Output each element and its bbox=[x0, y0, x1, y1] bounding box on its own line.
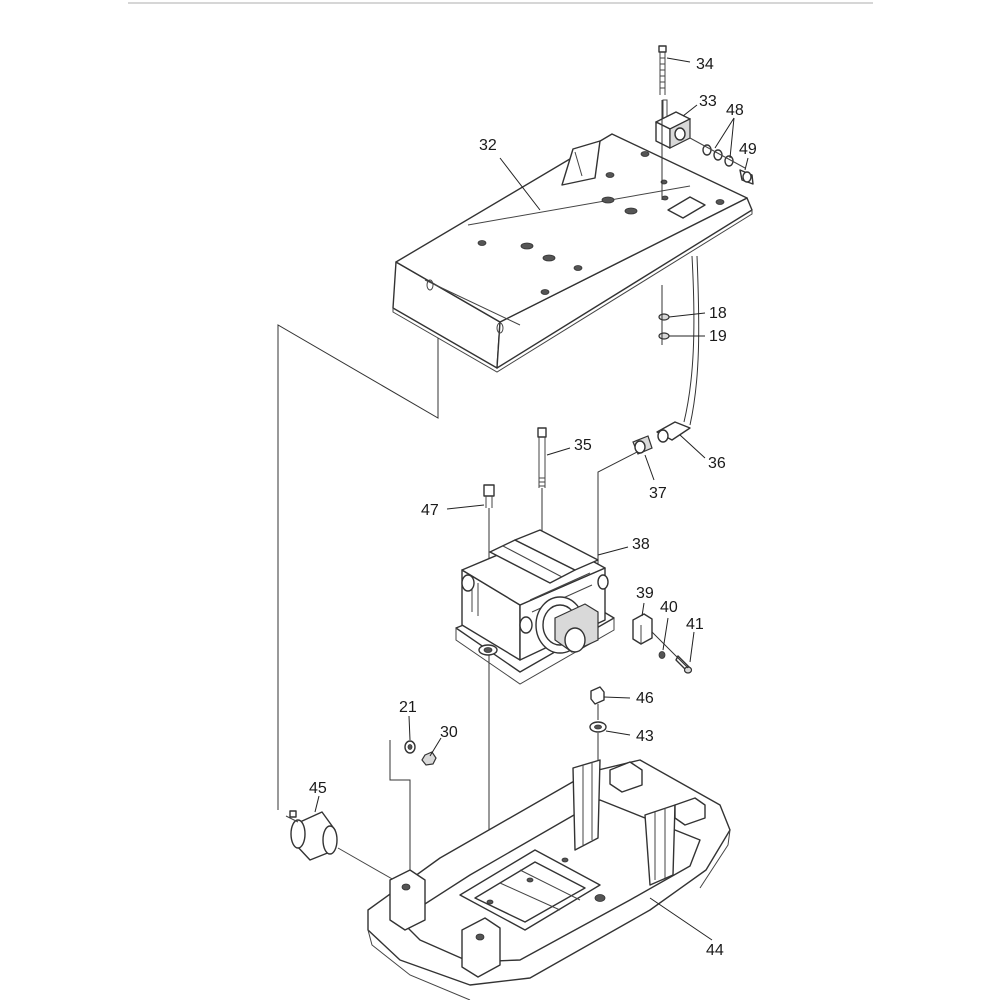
callout-48: 48 bbox=[726, 102, 744, 119]
bolt-47 bbox=[483, 484, 495, 508]
callout-33: 33 bbox=[699, 93, 717, 110]
callout-leaders bbox=[314, 57, 749, 941]
vertical-bolt-34 bbox=[658, 45, 667, 95]
plug-46 bbox=[590, 686, 605, 705]
callout-38: 38 bbox=[632, 536, 650, 553]
callout-32: 32 bbox=[479, 137, 497, 154]
callout-21: 21 bbox=[399, 699, 417, 716]
washer-40 bbox=[658, 651, 666, 659]
callout-46: 46 bbox=[636, 690, 654, 707]
callout-35: 35 bbox=[574, 437, 592, 454]
long-bolt-35 bbox=[537, 427, 547, 540]
callout-19: 19 bbox=[709, 328, 727, 345]
callout-37: 37 bbox=[649, 485, 667, 502]
callout-36: 36 bbox=[708, 455, 726, 472]
base-plate-44 bbox=[367, 759, 731, 1000]
washers-48 bbox=[689, 137, 746, 169]
top-cover-part bbox=[392, 133, 753, 373]
washer-21 bbox=[404, 740, 416, 754]
hose-fitting-36 bbox=[656, 421, 691, 443]
callout-18: 18 bbox=[709, 305, 727, 322]
washer-18 bbox=[658, 313, 670, 321]
callout-40: 40 bbox=[660, 599, 678, 616]
callout-labels: 34 33 48 49 32 18 19 35 36 37 47 38 39 4… bbox=[309, 56, 757, 959]
callout-30: 30 bbox=[440, 724, 458, 741]
callout-41: 41 bbox=[686, 616, 704, 633]
callout-47: 47 bbox=[421, 502, 439, 519]
clamp-39 bbox=[632, 613, 653, 645]
callout-49: 49 bbox=[739, 141, 757, 158]
bolt-49 bbox=[739, 169, 754, 185]
callout-39: 39 bbox=[636, 585, 654, 602]
connection-line-left bbox=[277, 324, 439, 810]
gearbox-38 bbox=[455, 529, 615, 685]
callout-44: 44 bbox=[706, 942, 724, 959]
seal-washer-43 bbox=[589, 721, 607, 733]
rubber-mount-45 bbox=[285, 810, 409, 889]
callout-34: 34 bbox=[696, 56, 714, 73]
callout-43: 43 bbox=[636, 728, 654, 745]
mount-block-33 bbox=[655, 99, 691, 149]
fitting-37 bbox=[632, 435, 653, 455]
nut-19 bbox=[658, 332, 670, 340]
callout-45: 45 bbox=[309, 780, 327, 797]
nut-30 bbox=[421, 751, 437, 766]
cable-line bbox=[689, 255, 700, 426]
